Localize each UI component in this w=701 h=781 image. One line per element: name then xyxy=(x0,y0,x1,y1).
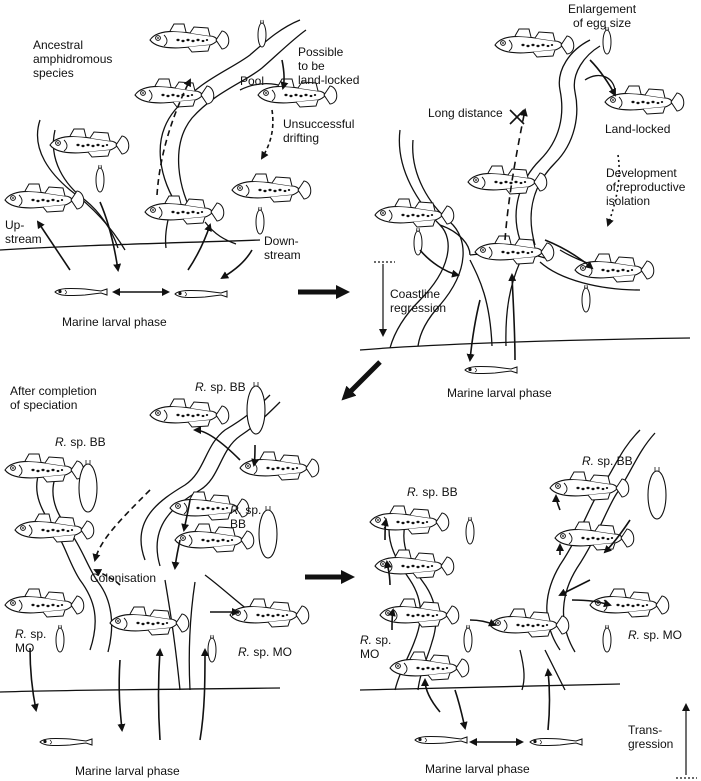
label-transgression: Trans- gression xyxy=(628,723,674,751)
label-long-distance: Long distance xyxy=(428,106,503,120)
label-enlargement-egg-size: Enlargement of egg size xyxy=(568,2,637,30)
label-marine-larval-phase-3: Marine larval phase xyxy=(75,764,180,778)
label-sp-mo-right: R. sp. MO xyxy=(238,645,293,659)
label-marine-larval-phase-1: Marine larval phase xyxy=(62,315,167,329)
label-sp-mo-left: R. sp.MO xyxy=(15,627,47,655)
label-unsuccessful-drifting: Unsuccessful drifting xyxy=(283,117,355,145)
label-sp-bb-right-4: R. sp. BB xyxy=(582,454,633,468)
label-pool: Pool xyxy=(240,74,265,88)
label-reproductive-isolation: Development of reproductive isolation xyxy=(606,166,686,208)
label-sp-mo-left-4: R. sp.MO xyxy=(360,633,392,661)
label-downstream: Down- stream xyxy=(264,234,301,262)
label-coastline-regression: Coastline regression xyxy=(390,287,447,315)
label-upstream: Up- stream xyxy=(5,218,42,246)
label-sp-bb-top: R. sp. BB xyxy=(195,380,246,394)
label-sp-bb-left-4: R. sp. BB xyxy=(407,485,458,499)
label-after-speciation: After completion of speciation xyxy=(10,384,97,412)
label-sp-mo-right-4: R. sp. MO xyxy=(628,628,683,642)
label-possible-land-locked: Possible to be land-locked xyxy=(298,45,360,87)
label-marine-larval-phase-2: Marine larval phase xyxy=(447,386,552,400)
label-sp-bb-left: R. sp. BB xyxy=(55,435,106,449)
label-land-locked: Land-locked xyxy=(605,122,671,136)
label-colonisation: Colonisation xyxy=(90,571,157,585)
label-marine-larval-phase-4: Marine larval phase xyxy=(425,762,530,776)
label-ancestral-species: Ancestral amphidromous species xyxy=(33,38,113,80)
label-sp-bb-mid: R. sp.BB xyxy=(230,503,262,531)
